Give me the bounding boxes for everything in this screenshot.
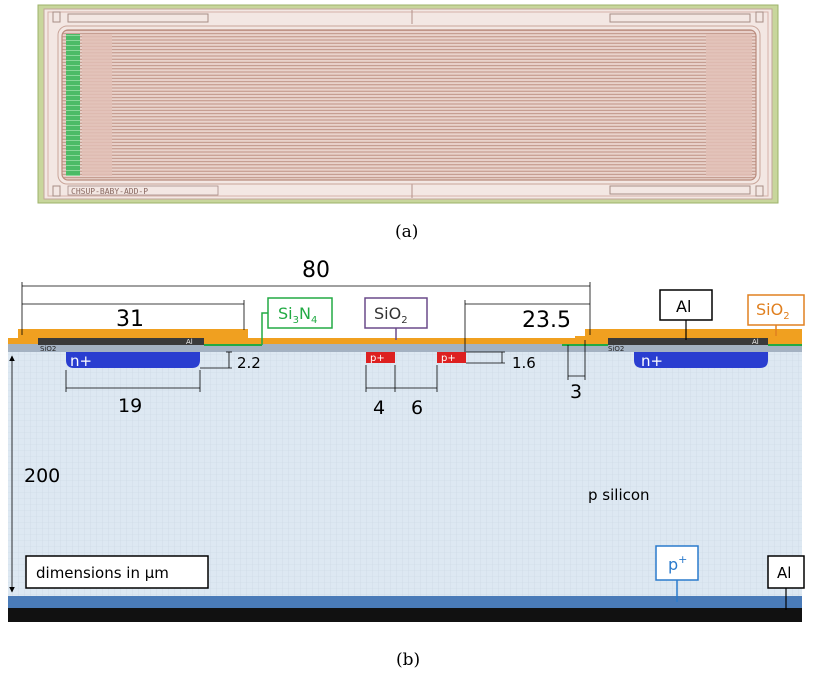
al-small-left: Al — [186, 338, 193, 346]
dimension-lines — [9, 282, 591, 593]
sio2-small-right: SiO2 — [608, 345, 624, 353]
chip-label: CHSUP-BABY-ADD-P — [71, 187, 148, 196]
p-plus-implant-left — [366, 352, 395, 363]
top-pad-left — [67, 13, 209, 23]
metal-left-passivation — [18, 329, 248, 339]
dim-p-depth: 1.6 — [512, 354, 536, 372]
svg-text:Si3N4: Si3N4 — [278, 304, 317, 326]
p-silicon-label: p silicon — [588, 486, 650, 504]
dim-total-width: 80 — [302, 258, 330, 283]
n-plus-label-left: n+ — [70, 352, 92, 370]
dim-p-gap: 6 — [411, 397, 423, 419]
dim-gap-right: 3 — [570, 381, 582, 403]
p-back-callout: p+ — [655, 545, 699, 602]
bottom-pad-right — [609, 185, 751, 195]
metal-right-passivation — [585, 329, 802, 339]
backside-p-plus — [8, 596, 802, 608]
svg-text:Al: Al — [777, 564, 791, 582]
metal-right — [608, 338, 768, 345]
backside-al — [8, 608, 802, 622]
svg-text:SiO2: SiO2 — [756, 300, 790, 322]
chip-layout: CHSUP-BABY-ADD-P — [37, 4, 779, 204]
al-top-callout: Al — [659, 289, 713, 340]
svg-text:SiO2: SiO2 — [374, 304, 408, 326]
dim-n-depth: 2.2 — [237, 354, 261, 372]
caption-a: (a) — [395, 222, 418, 242]
caption-b: (b) — [396, 650, 420, 670]
p-plus-label-right: p+ — [441, 353, 456, 364]
dim-n-implant: 19 — [118, 395, 142, 417]
n-plus-label-right: n+ — [641, 352, 663, 370]
si3n4-callout: Si3N4 — [261, 297, 333, 345]
p-plus-implant-right — [437, 352, 466, 363]
al-back-callout: Al — [767, 555, 805, 610]
metal-left — [38, 338, 204, 345]
si3n4-layer — [8, 338, 802, 344]
sio2-right-callout: SiO2 — [747, 294, 805, 336]
p-plus-label-left: p+ — [370, 353, 385, 364]
dim-metal-right: 23.5 — [522, 308, 571, 333]
sio2-center-callout: SiO2 — [364, 297, 428, 340]
dim-p-width: 4 — [373, 397, 385, 419]
dim-thickness: 200 — [24, 465, 60, 487]
svg-text:Al: Al — [676, 297, 691, 316]
svg-text:p+: p+ — [668, 553, 687, 574]
units-box: dimensions in µm — [25, 555, 209, 589]
al-small-right: Al — [752, 338, 759, 346]
n-plus-implant-right — [634, 352, 768, 368]
readout-pads — [66, 34, 80, 176]
n-plus-implant-left — [66, 352, 200, 368]
svg-text:dimensions in µm: dimensions in µm — [36, 564, 169, 582]
sio2-small-left: SiO2 — [40, 345, 56, 353]
strip-area — [61, 29, 757, 181]
dim-metal-left: 31 — [116, 307, 144, 332]
sio2-layer — [8, 344, 802, 352]
top-pad-right — [609, 13, 751, 23]
